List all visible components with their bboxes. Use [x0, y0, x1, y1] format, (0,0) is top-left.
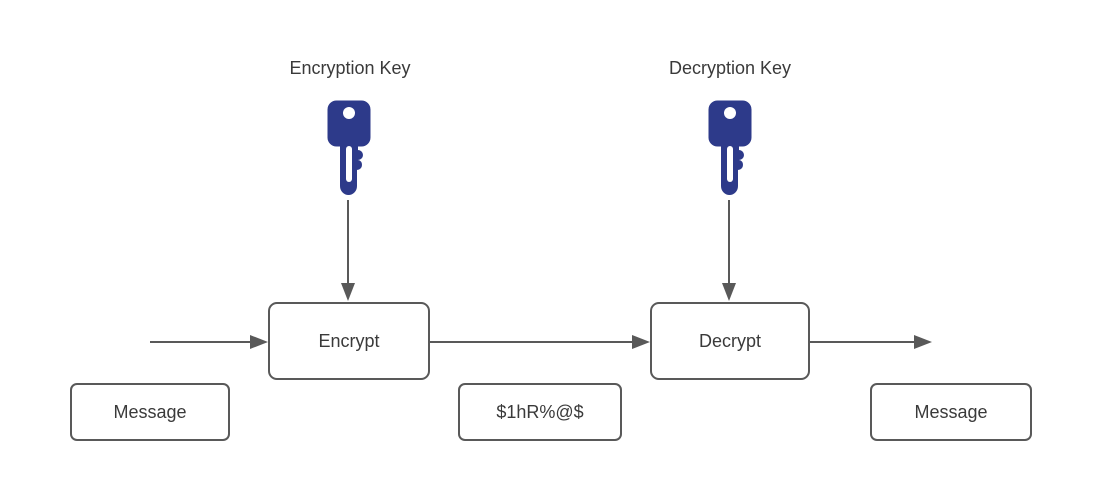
message-input-box: Message [70, 383, 230, 441]
arrowhead-decryption-key [722, 283, 736, 301]
encryption-key-icon [327, 100, 371, 200]
decrypt-box: Decrypt [650, 302, 810, 380]
message-output-box: Message [870, 383, 1032, 441]
encrypt-box: Encrypt [268, 302, 430, 380]
arrowhead-encryption-key [341, 283, 355, 301]
arrowhead-outbound [914, 335, 932, 349]
arrowhead-encrypt-decrypt [632, 335, 650, 349]
ciphertext-box: $1hR%@$ [458, 383, 622, 441]
encryption-key-label: Encryption Key [289, 58, 411, 78]
decryption-key-label: Decryption Key [668, 58, 792, 78]
arrowhead-inbound [250, 335, 268, 349]
decryption-key-icon [708, 100, 752, 200]
